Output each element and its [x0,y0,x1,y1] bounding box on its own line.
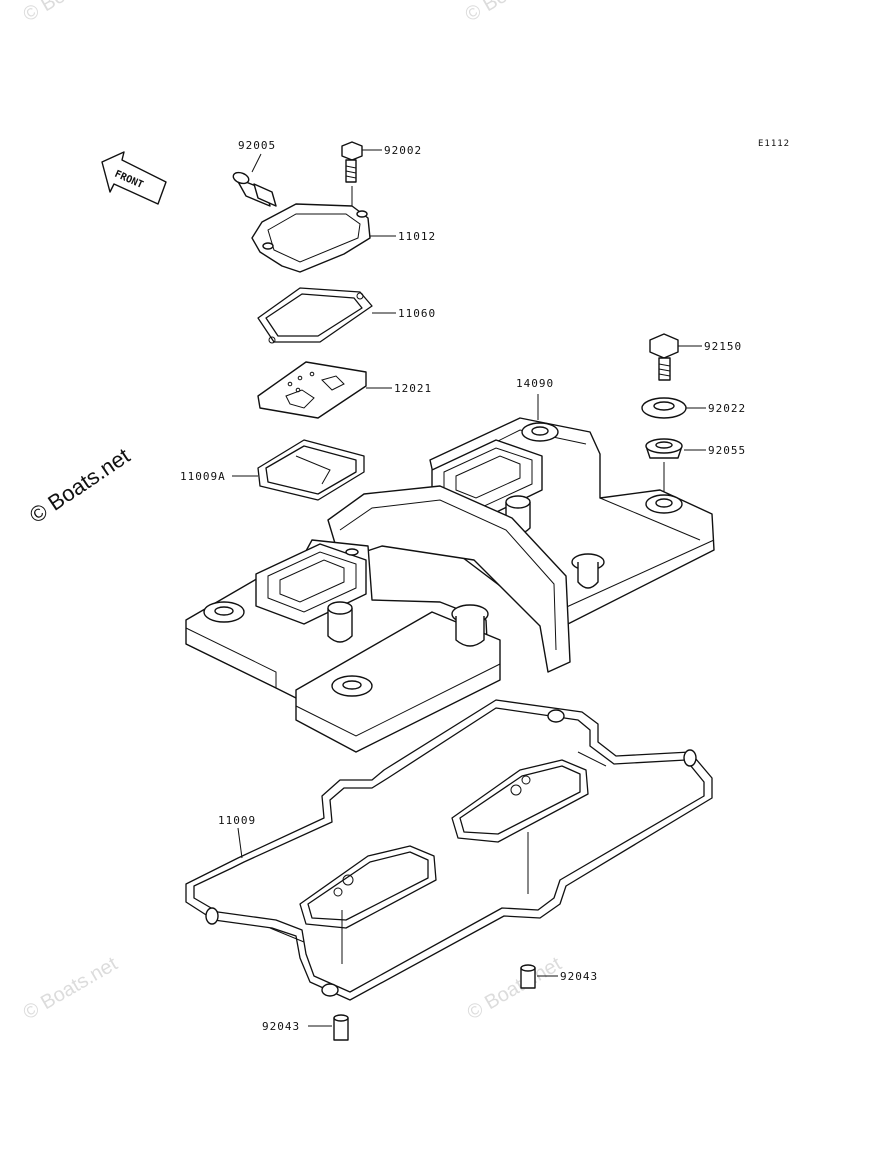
leader-line [251,153,262,173]
dowel-92043-left [333,1014,349,1041]
reference-code: E1112 [758,139,790,149]
dowel-92043-right [520,964,536,989]
leader-line [237,827,243,859]
label-92043-left: 92043 [262,1020,300,1033]
label-92055: 92055 [708,444,746,457]
label-14090: 14090 [516,377,554,390]
grommet-92055 [645,438,683,459]
label-92002: 92002 [384,144,422,157]
watermark-faint: © Boats.net [464,953,566,1025]
label-11060: 11060 [398,307,436,320]
plate-12021 [257,361,367,419]
label-92043-right: 92043 [560,970,598,983]
label-11012: 11012 [398,230,436,243]
gasket-11009A [257,439,365,501]
watermark-main: © Boats.net [25,443,135,528]
label-11009A: 11009A [180,470,226,483]
cylinder-head-cover-14090 [185,417,715,753]
washer-92022 [641,397,687,419]
hose-92005 [232,171,277,207]
label-11009: 11009 [218,814,256,827]
watermark-faint: © Boats.net [462,0,564,26]
bolt-92002 [341,141,363,183]
front-arrow-icon: FRONT [101,151,167,205]
label-12021: 12021 [394,382,432,395]
bolt-92150 [649,333,679,381]
label-92150: 92150 [704,340,742,353]
label-92022: 92022 [708,402,746,415]
cover-11012 [251,203,371,273]
gasket-11009 [185,699,713,1001]
label-92005: 92005 [238,139,276,152]
watermark-faint: © Boats.net [20,953,122,1025]
gasket-11060 [257,287,373,344]
watermark-faint: © Boats.net [20,0,122,26]
